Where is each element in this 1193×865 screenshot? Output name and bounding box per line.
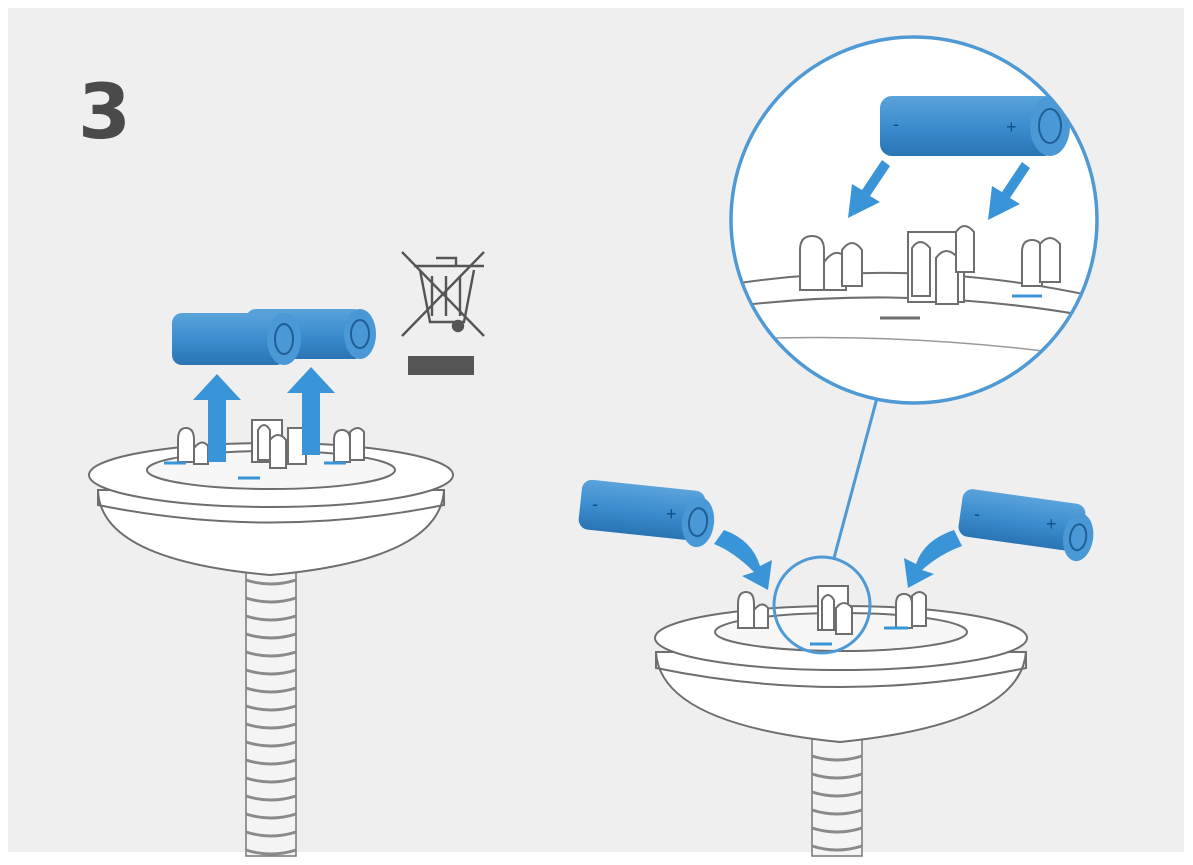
magnifier-target-ring bbox=[772, 555, 872, 655]
right-battery-left: - + bbox=[578, 479, 715, 548]
up-arrow-icon bbox=[287, 367, 335, 455]
up-arrow-icon bbox=[193, 374, 241, 462]
right-battery-contacts bbox=[737, 585, 927, 646]
plus-sign: + bbox=[1046, 514, 1057, 534]
diagonal-arrow-icon bbox=[848, 160, 890, 218]
crossed-out-bin-icon bbox=[401, 251, 485, 375]
right-spring bbox=[811, 737, 863, 857]
left-battery-contacts bbox=[164, 419, 365, 480]
right-insertion-scene: - + - + bbox=[578, 35, 1099, 857]
right-battery-right: - + bbox=[958, 489, 1094, 562]
plus-sign: + bbox=[1006, 117, 1017, 137]
left-spring bbox=[245, 559, 297, 857]
left-removal-scene bbox=[88, 251, 485, 857]
diagonal-arrow-icon bbox=[988, 162, 1030, 220]
step-number: 3 bbox=[78, 67, 131, 156]
curved-arrow-icon bbox=[904, 530, 962, 588]
zoom-battery: - + bbox=[880, 96, 1070, 156]
zoom-detail-circle: - + bbox=[729, 35, 1099, 405]
zoom-arrows bbox=[848, 160, 1030, 220]
minus-sign: - bbox=[974, 504, 980, 524]
left-batteries-removed bbox=[172, 309, 376, 365]
battery-front bbox=[172, 313, 301, 365]
magnifier-connector-line bbox=[832, 397, 879, 559]
minus-sign: - bbox=[592, 494, 598, 514]
curved-arrow-icon bbox=[714, 530, 772, 590]
left-up-arrows bbox=[193, 367, 335, 462]
insert-arrows bbox=[714, 530, 962, 590]
minus-sign: - bbox=[893, 114, 899, 134]
plus-sign: + bbox=[666, 504, 677, 524]
disposal-bar bbox=[408, 356, 474, 375]
